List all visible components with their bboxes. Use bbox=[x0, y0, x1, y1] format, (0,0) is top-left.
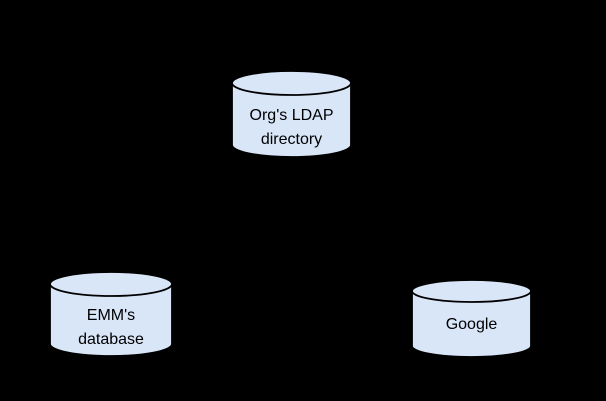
database-cylinder-icon bbox=[411, 279, 532, 358]
node-emms-database: EMM's database bbox=[49, 271, 173, 357]
node-orgs-ldap-directory: Org's LDAP directory bbox=[231, 70, 352, 158]
node-google: Google bbox=[411, 279, 532, 358]
database-cylinder-icon bbox=[231, 70, 352, 158]
database-cylinder-icon bbox=[49, 271, 173, 357]
